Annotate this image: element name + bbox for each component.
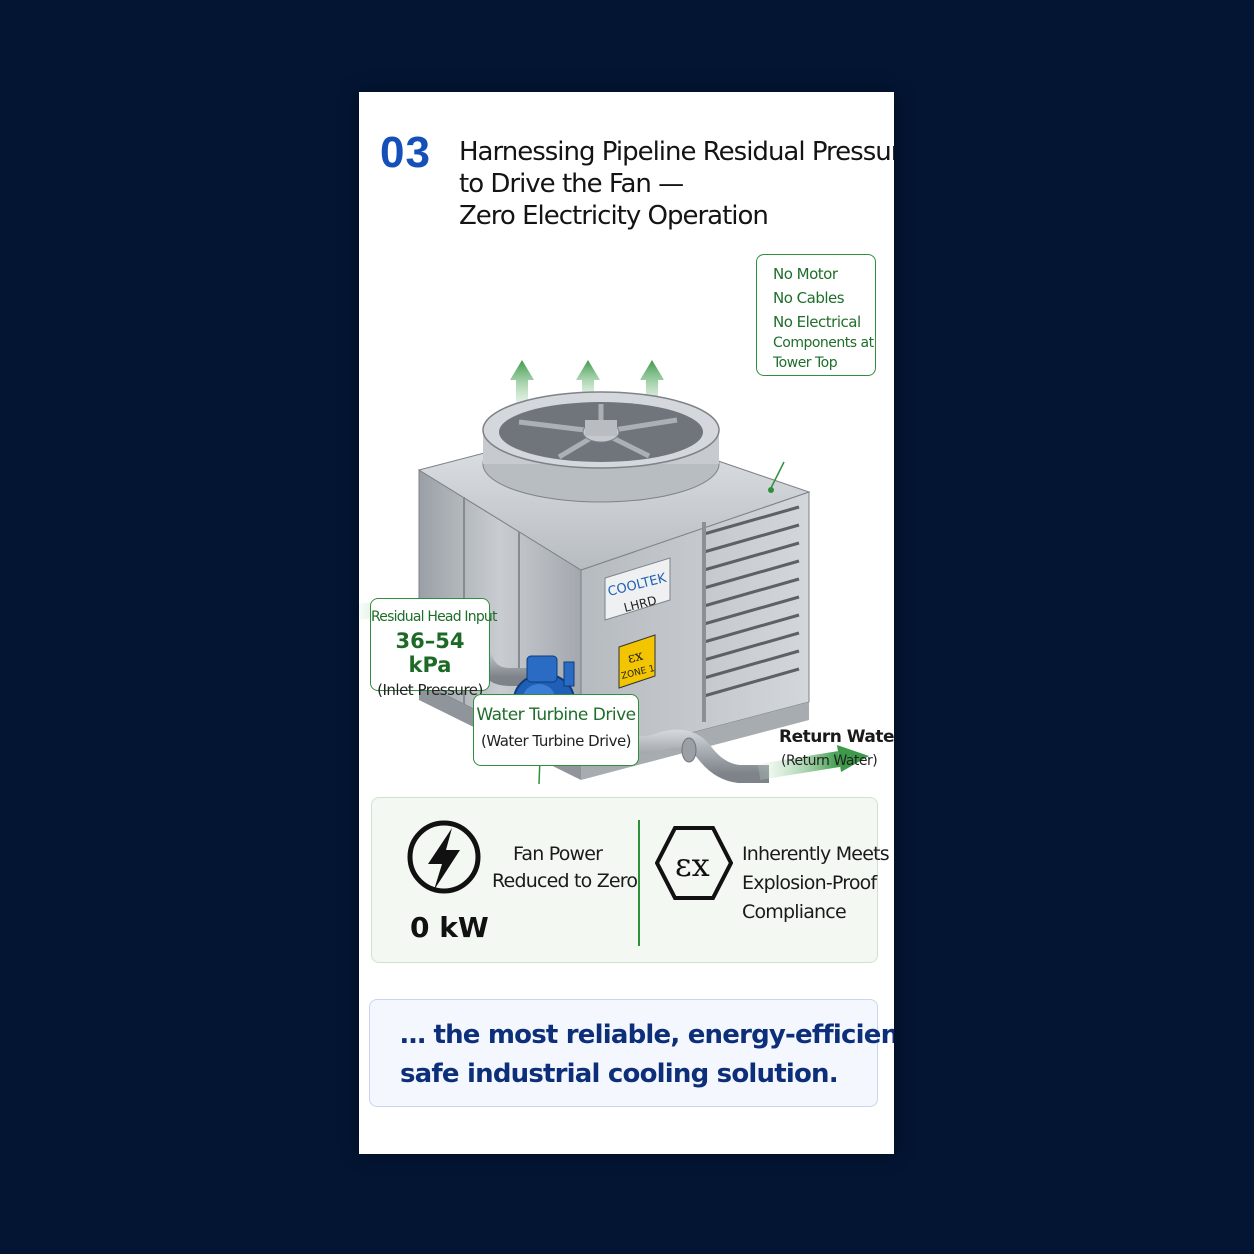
- tagline-box: … the most reliable, energy-efficient, s…: [369, 999, 894, 1107]
- residual-value: 36–54 kPa: [395, 629, 465, 677]
- return-water-label: Return Water: [779, 727, 894, 747]
- title-line-1: Harnessing Pipeline Residual Pressure: [459, 137, 894, 167]
- title-line-2: to Drive the Fan —: [459, 169, 684, 199]
- title-line-3: Zero Electricity Operation: [459, 201, 769, 231]
- fan-power-line-2: Reduced to Zero: [492, 870, 638, 892]
- features-divider: [638, 820, 640, 946]
- fan-shroud: [482, 391, 720, 503]
- tagline-line-2: safe industrial cooling solution.: [400, 1059, 839, 1089]
- ex-sign-symbol: εx: [626, 648, 645, 667]
- tower-nameplate: COOLTEK LHRD: [604, 557, 671, 621]
- tagline-line-1: … the most reliable, energy-efficient,: [400, 1020, 894, 1050]
- features-panel: 0 kW Fan Power Reduced to Zero εx Inhere…: [371, 797, 890, 963]
- fan-power-value: 0 kW: [410, 911, 489, 944]
- turbine-note: (Water Turbine Drive): [480, 732, 632, 750]
- explosion-proof-icon: εx: [655, 826, 733, 900]
- fan-power-line-1: Fan Power: [513, 843, 603, 865]
- ex-zone-sign: εx ZONE 1: [618, 634, 656, 689]
- info-card: 03 Harnessing Pipeline Residual Pressure…: [359, 92, 894, 1154]
- ex-line-3: Compliance: [742, 901, 847, 923]
- lightning-bolt-icon: [407, 820, 481, 894]
- no-electrical-callout: No Motor No Cables No Electrical Compone…: [756, 254, 876, 376]
- turbine-drive-callout: Water Turbine Drive (Water Turbine Drive…: [473, 694, 639, 766]
- callout-line-1: No Motor: [773, 265, 838, 283]
- callout-line-2: No Cables: [773, 289, 845, 307]
- ex-icon-symbol: εx: [675, 846, 710, 884]
- return-water-note: (Return Water): [781, 753, 878, 769]
- ex-line-1: Inherently Meets: [742, 843, 890, 865]
- page-title: Harnessing Pipeline Residual Pressure to…: [459, 136, 894, 232]
- residual-note: (Inlet Pressure): [377, 681, 483, 699]
- residual-head-callout: Residual Head Input 36–54 kPa (Inlet Pre…: [370, 598, 497, 699]
- residual-label: Residual Head Input: [371, 609, 497, 625]
- ex-line-2: Explosion-Proof: [742, 872, 877, 894]
- callout-line-5: Tower Top: [773, 355, 838, 371]
- turbine-label: Water Turbine Drive: [476, 705, 636, 725]
- callout-line-4: Components at: [773, 335, 874, 351]
- callout-line-3: No Electrical: [773, 313, 861, 331]
- step-number: 03: [380, 128, 431, 177]
